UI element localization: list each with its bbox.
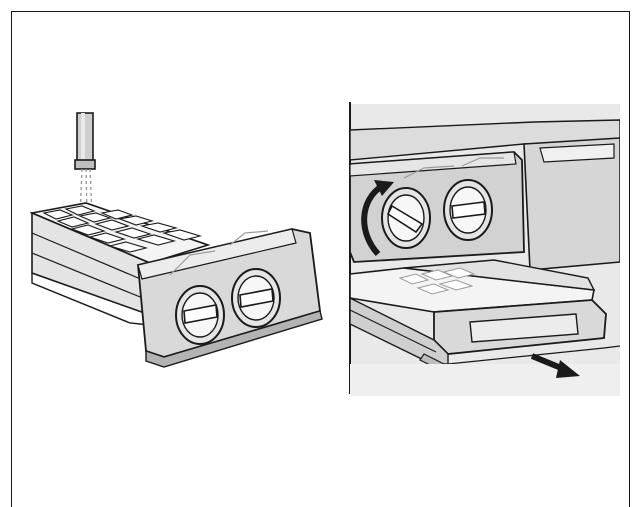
dispenser-panel: [349, 151, 525, 263]
fill-ice-tray-illustration: [30, 112, 323, 368]
tray-knob-icon: [381, 179, 493, 249]
tray-knob-icon: [175, 268, 281, 345]
ice-cube-tray-icon: [30, 202, 211, 326]
page-frame: [11, 11, 630, 507]
rotate-arrow-icon: [361, 180, 394, 257]
remove-ice-tray-illustration: [349, 102, 620, 396]
right-housing: [523, 137, 620, 271]
pull-out-arrow-icon: [530, 353, 580, 378]
water-stream-icon: [74, 112, 96, 218]
ice-cube-tray-icon: [349, 259, 607, 369]
